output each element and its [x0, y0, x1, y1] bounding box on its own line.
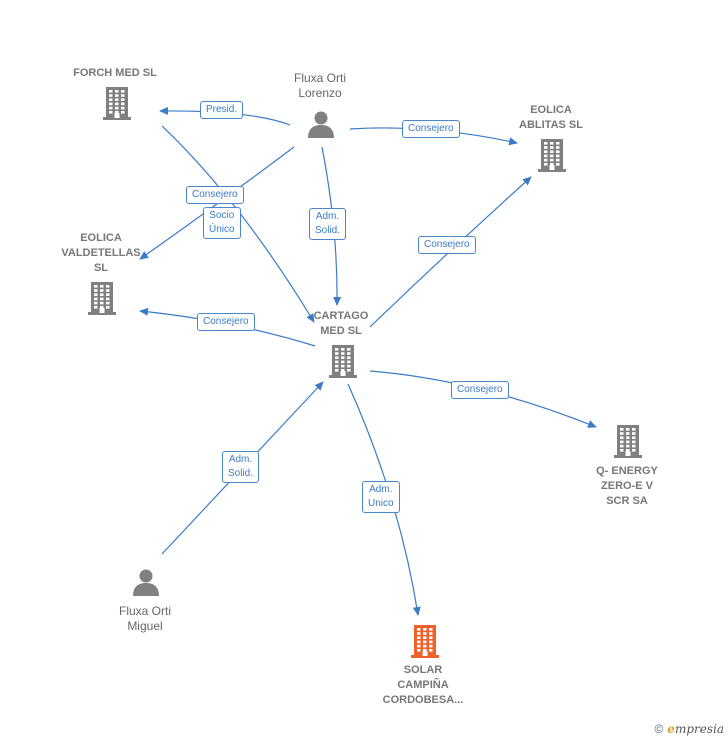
- node-icon[interactable]: [101, 85, 133, 126]
- node-label[interactable]: Q- ENERGY ZERO-E V SCR SA: [557, 464, 697, 509]
- node-label[interactable]: EOLICA ABLITAS SL: [481, 103, 621, 133]
- node-label-line: Q- ENERGY: [596, 465, 658, 477]
- edge-label-adm-solid-miguel[interactable]: Adm. Solid.: [222, 451, 260, 483]
- node-icon[interactable]: [612, 423, 644, 464]
- edge-label-consejero-valdetellas[interactable]: Consejero: [197, 313, 255, 331]
- node-icon[interactable]: [306, 109, 336, 144]
- node-label-line: SOLAR: [403, 664, 443, 676]
- edge-consejero-qenergy: [369, 370, 597, 428]
- node-icon[interactable]: [86, 280, 118, 321]
- node-icon[interactable]: [327, 343, 359, 384]
- edge-socio-unico: [139, 146, 295, 260]
- edge-label-consejero-cartago-ablitas[interactable]: Consejero: [418, 236, 476, 254]
- node-icon[interactable]: [131, 567, 161, 602]
- edge-label-presid[interactable]: Presid.: [200, 101, 244, 119]
- node-label-line: FORCH MED SL: [73, 67, 157, 79]
- node-icon[interactable]: [536, 137, 568, 178]
- node-label-line: ABLITAS SL: [519, 119, 583, 131]
- node-label-line: Fluxa Orti: [118, 604, 171, 618]
- building-icon: [538, 139, 566, 172]
- node-label-line: CORDOBESA...: [382, 694, 464, 706]
- edge-label-line: Consejero: [457, 384, 503, 395]
- edge-label-line: Consejero: [408, 123, 454, 134]
- node-label-line: CAMPIÑA: [397, 679, 449, 691]
- node-label-line: ZERO-E V: [601, 480, 653, 492]
- node-label-line: VALDETELLAS: [61, 247, 141, 259]
- edge-label-line: Adm.: [369, 484, 393, 495]
- edge-label-line: Consejero: [192, 189, 238, 200]
- node-icon[interactable]: [409, 623, 441, 664]
- edge-label-consejero-forch[interactable]: Consejero: [186, 186, 244, 204]
- edge-label-line: Adm.: [315, 211, 340, 222]
- node-label[interactable]: EOLICA VALDETELLAS SL: [31, 231, 171, 276]
- edge-label-line: Adm.: [228, 454, 253, 465]
- node-label-line: MED SL: [320, 325, 362, 337]
- node-label-line: Miguel: [127, 619, 163, 633]
- edge-label-line: Consejero: [424, 239, 470, 250]
- person-icon: [308, 111, 334, 138]
- edge-label-consejero-ablitas[interactable]: Consejero: [402, 120, 460, 138]
- node-label-line: SCR SA: [606, 495, 648, 507]
- empresia-logo[interactable]: empresia: [667, 722, 724, 736]
- edge-label-line: Presid.: [206, 104, 238, 115]
- edge-label-line: Socio: [209, 210, 235, 221]
- node-label-line: SL: [93, 262, 109, 274]
- edge-label-line: Solid.: [315, 225, 341, 236]
- node-label-line: Lorenzo: [298, 86, 342, 100]
- edge-label-adm-solid-lorenzo[interactable]: Adm. Solid.: [309, 208, 347, 240]
- node-label[interactable]: CARTAGO MED SL: [271, 309, 411, 339]
- building-icon: [329, 345, 357, 378]
- node-label[interactable]: SOLAR CAMPIÑA CORDOBESA...: [353, 663, 493, 708]
- edge-label-line: Unico: [368, 498, 394, 509]
- building-icon: [103, 87, 131, 120]
- building-icon: [88, 282, 116, 315]
- person-icon: [133, 569, 159, 596]
- building-icon: [411, 625, 439, 658]
- edge-label-line: Único: [209, 224, 235, 235]
- edge-label-line: Consejero: [203, 316, 249, 327]
- edge-label-consejero-qenergy[interactable]: Consejero: [451, 381, 509, 399]
- copyright-icon: ©: [654, 722, 664, 736]
- node-label-line: EOLICA: [530, 104, 572, 116]
- node-label-line: CARTAGO: [313, 310, 369, 322]
- node-label[interactable]: FORCH MED SL: [45, 66, 185, 81]
- node-label-line: EOLICA: [80, 232, 122, 244]
- building-icon: [614, 425, 642, 458]
- footer-credit: © empresia: [654, 722, 724, 736]
- edge-label-adm-unico[interactable]: Adm. Unico: [362, 481, 400, 513]
- node-label-line: Fluxa Orti: [293, 71, 346, 85]
- edge-label-line: Solid.: [228, 468, 254, 479]
